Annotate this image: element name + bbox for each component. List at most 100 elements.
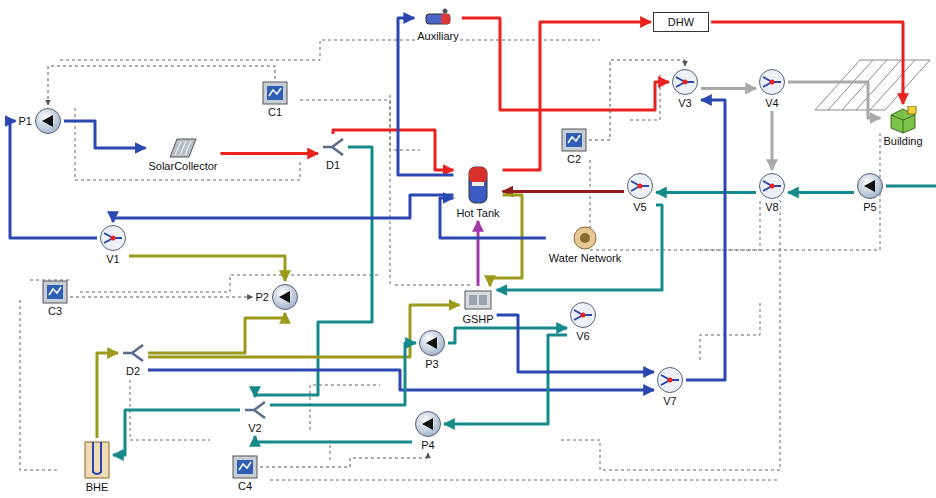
- ctrl-symbol: [561, 128, 587, 152]
- component-label: P5: [862, 201, 877, 213]
- component-label: Auxiliary: [416, 30, 460, 42]
- component-label: V4: [764, 97, 779, 109]
- water-symbol: [570, 225, 600, 251]
- component-label: P3: [424, 358, 439, 370]
- ctrl-symbol: [42, 280, 68, 304]
- component-label: GSHP: [461, 313, 494, 325]
- component-label: V5: [632, 201, 647, 213]
- bhe-component: BHE: [83, 440, 111, 493]
- pump-symbol: [414, 410, 442, 438]
- valve-component: V6: [569, 301, 597, 342]
- component-label: C1: [267, 106, 283, 118]
- component-label: C2: [566, 153, 582, 165]
- component-label: C4: [237, 480, 253, 492]
- control-signal: [260, 453, 428, 467]
- div-component: D1: [320, 136, 346, 171]
- fluid-pipe: [440, 198, 546, 238]
- fluid-pipe: [221, 152, 319, 155]
- solar-component: SolarCollector: [147, 137, 218, 172]
- component-label: P2: [255, 291, 270, 303]
- control-signal: [589, 60, 685, 140]
- pump-symbol: [34, 107, 62, 135]
- fluid-pipe: [148, 305, 459, 357]
- control-wire: [700, 130, 880, 250]
- fluid-pipe: [113, 195, 453, 222]
- ctrl-component: C2: [561, 128, 587, 165]
- bldg-symbol: [888, 106, 918, 134]
- component-label: V3: [677, 97, 692, 109]
- water-component: Water Network: [548, 225, 622, 264]
- control-wire: [75, 108, 300, 180]
- valve-symbol: [99, 224, 127, 252]
- pump-component: P4: [414, 410, 442, 451]
- valve-symbol: [656, 366, 684, 394]
- fluid-pipe: [477, 221, 480, 286]
- valve-component: V7: [656, 366, 684, 407]
- gshp-symbol: [463, 288, 493, 312]
- fluid-pipe: [656, 191, 756, 194]
- fluid-pipe: [10, 121, 97, 238]
- valve-symbol: [671, 68, 699, 96]
- fluid-pipe: [788, 191, 854, 194]
- aux-component: Auxiliary: [416, 7, 460, 42]
- pump-component: P2: [255, 283, 299, 311]
- building-outline: [815, 60, 930, 110]
- fluid-pipe: [129, 256, 285, 281]
- fluid-pipe: [64, 121, 146, 148]
- component-label: BHE: [85, 481, 110, 493]
- fluid-pipe: [788, 82, 880, 118]
- component-label: V8: [764, 201, 779, 213]
- component-label: P4: [420, 439, 435, 451]
- pump-component: P1: [18, 107, 62, 135]
- pump-symbol: [856, 172, 884, 200]
- component-label: V7: [662, 395, 677, 407]
- fluid-pipe: [701, 87, 756, 90]
- pump-component: P3: [418, 329, 446, 370]
- ctrl-symbol: [232, 455, 258, 479]
- component-label: C3: [47, 305, 63, 317]
- fluid-pipe: [711, 22, 903, 104]
- tank-symbol: [466, 164, 490, 206]
- component-label: Water Network: [548, 252, 622, 264]
- valve-component: V5: [626, 172, 654, 213]
- control-wire: [310, 385, 380, 460]
- control-wire: [590, 160, 760, 250]
- tank-component: Hot Tank: [455, 164, 500, 219]
- div-symbol: [320, 136, 346, 158]
- box-label: DHW: [653, 12, 709, 32]
- component-label: D2: [125, 365, 141, 377]
- component-label: Building: [882, 135, 923, 147]
- div-symbol: [120, 342, 146, 364]
- fluid-pipe: [148, 313, 285, 353]
- fluid-pipe: [270, 343, 416, 405]
- component-label: V1: [105, 253, 120, 265]
- pump-symbol: [418, 329, 446, 357]
- valve-symbol: [626, 172, 654, 200]
- valve-symbol: [569, 301, 597, 329]
- component-label: V2: [247, 422, 262, 434]
- ctrl-component: C4: [232, 455, 258, 492]
- control-wire: [20, 300, 60, 470]
- control-signal: [70, 297, 253, 298]
- component-label: V6: [575, 330, 590, 342]
- ctrl-component: C1: [262, 81, 288, 118]
- process-box: DHW: [653, 12, 709, 32]
- component-label: P1: [18, 115, 33, 127]
- pump-symbol: [271, 283, 299, 311]
- control-signal: [48, 66, 275, 105]
- solar-symbol: [169, 137, 197, 159]
- aux-symbol: [423, 7, 453, 29]
- fluid-pipe: [771, 111, 774, 170]
- component-label: Hot Tank: [455, 207, 500, 219]
- return-pipe: [886, 185, 936, 188]
- control-wire: [390, 95, 470, 285]
- fluid-pipe: [255, 147, 372, 397]
- control-wire: [60, 40, 600, 60]
- control-wire: [30, 275, 380, 292]
- fluid-pipe: [333, 130, 453, 170]
- bhe-symbol: [83, 440, 111, 480]
- div-component: V2: [242, 399, 268, 434]
- fluid-pipe: [255, 436, 412, 442]
